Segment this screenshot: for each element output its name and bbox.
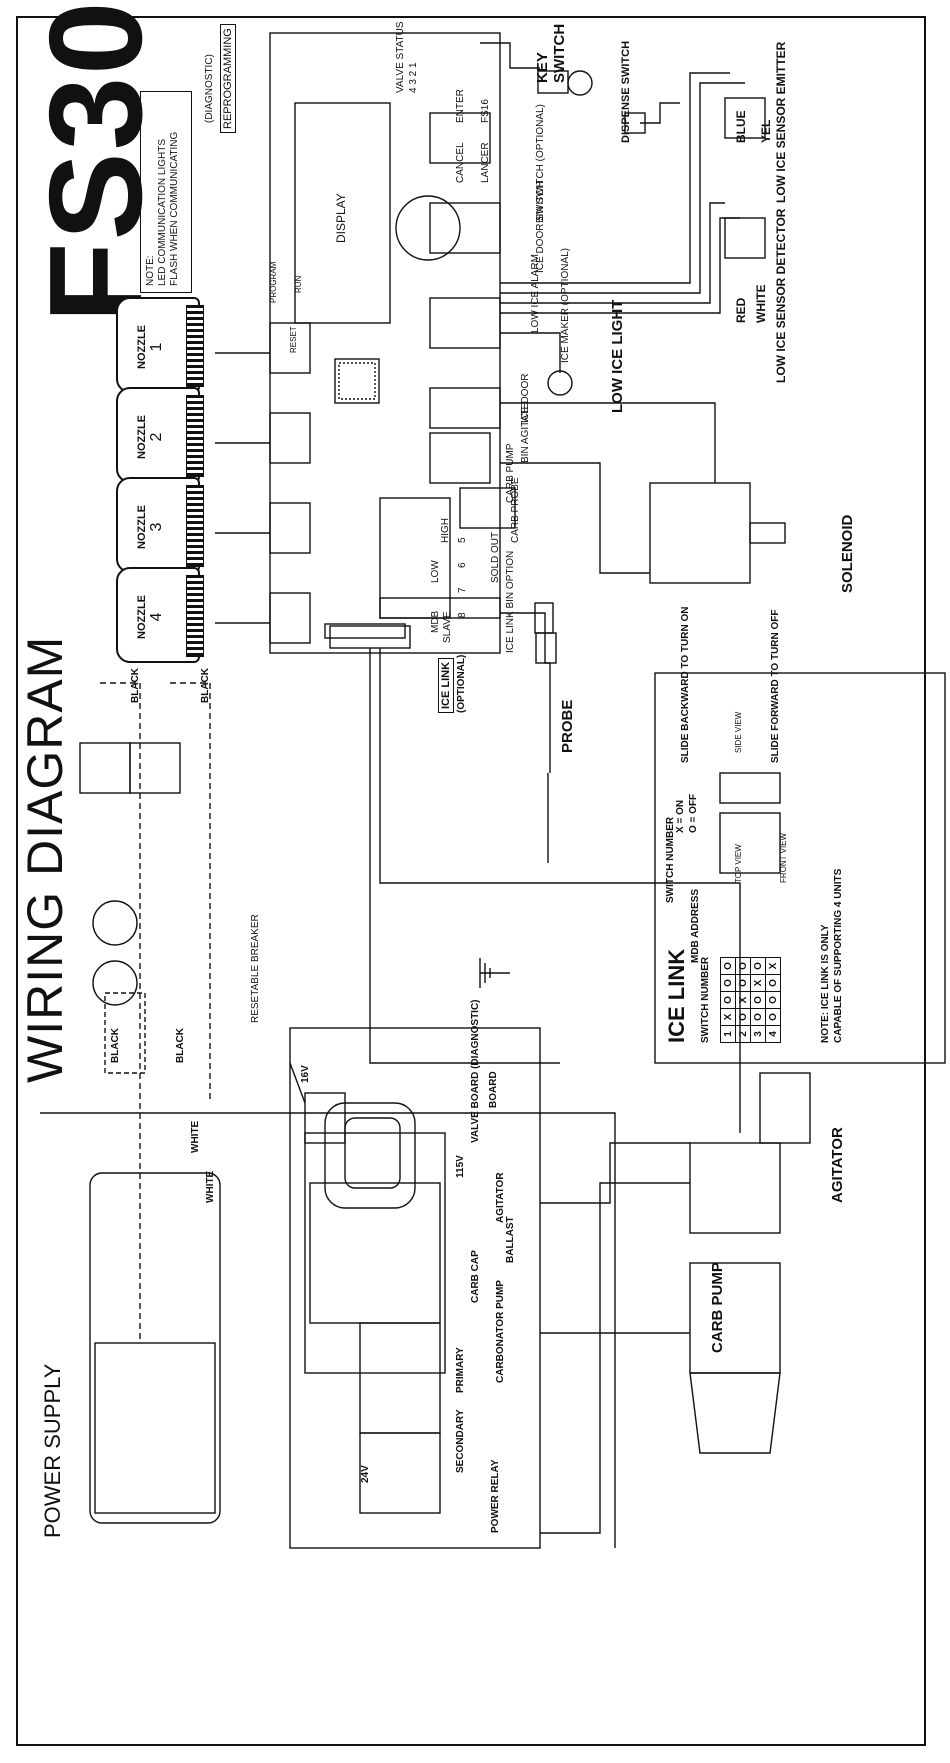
carb-cap-label: CARB CAP: [470, 1250, 481, 1303]
key-switch-label: KEY SWITCH: [534, 23, 568, 83]
primary-label: PRIMARY: [455, 1347, 466, 1393]
16v-label: 16V: [300, 1065, 311, 1083]
slide-backward-label: SLIDE BACKWARD TO TURN ON: [680, 606, 691, 763]
table-row: 2 O X O O: [735, 957, 751, 1043]
led-note-line3: FLASH WHEN COMMUNICATING: [169, 131, 180, 286]
sold-out-label: SOLD OUT: [490, 531, 501, 583]
power-relay-label: POWER RELAY: [490, 1459, 501, 1533]
low-ice-light-label: LOW ICE LIGHT: [609, 299, 626, 413]
dispense-switch-label: DISPENSE SWITCH: [620, 40, 632, 143]
nozzle-2-label: NOZZLE: [136, 415, 148, 459]
wire-label-black-1: BLACK: [130, 668, 141, 703]
page-frame: [16, 16, 926, 1746]
reset-label: RESET: [289, 326, 298, 353]
ice-link-table-link: LINK: [664, 948, 689, 1001]
wire-label-black-2: BLACK: [200, 668, 211, 703]
wire-label-black-3: BLACK: [110, 1028, 121, 1063]
low-label: LOW: [430, 560, 441, 583]
slave-label: SLAVE: [442, 611, 453, 644]
ballast-label: BALLAST: [505, 1216, 516, 1263]
x-on-label: X = ON: [675, 799, 686, 833]
bin-agitate-label: BIN AGITATE: [520, 402, 531, 463]
valve-status-label: VALVE STATUS: [395, 21, 406, 94]
table-row: 4 O O O X: [765, 957, 781, 1043]
wire-label-white-1: WHITE: [190, 1120, 201, 1153]
nozzle-4-number: 4: [148, 612, 165, 622]
side-view-label: SIDE VIEW: [734, 711, 743, 753]
power-board-outline: [289, 1027, 541, 1549]
top-view-label: TOP VIEW: [734, 844, 743, 883]
reprogramming-diag-label: (DIAGNOSTIC): [204, 54, 215, 123]
control-board-outline: [269, 32, 501, 654]
115v-label: 115V: [455, 1155, 466, 1178]
table-row: 1 X O O O: [720, 957, 736, 1043]
program-label: PROGRAM: [269, 261, 278, 303]
power-supply-title: POWER SUPPLY: [40, 1363, 65, 1538]
wire-blue-label: BLUE: [734, 110, 748, 143]
wire-label-white-2: WHITE: [205, 1170, 216, 1203]
probe-label: PROBE: [559, 699, 576, 753]
fs16-label: FS16: [480, 99, 491, 123]
reprogramming-label: REPROGRAMMING: [220, 24, 237, 133]
ice-link-note-line1: NOTE: ICE LINK IS ONLY: [820, 924, 831, 1043]
low-ice-sensor-emitter-label: LOW ICE SENSOR EMITTER: [774, 41, 788, 203]
nozzle-4-label: NOZZLE: [136, 595, 148, 639]
enter-label: ENTER: [455, 89, 466, 123]
valve-board-label: VALVE BOARD (DIAGNOSTIC): [470, 999, 481, 1143]
ice-link-label: ICE LINK: [438, 657, 455, 713]
table-row: 3 O O X O: [750, 957, 766, 1043]
mdb-label: MDB: [430, 610, 441, 633]
bin-number-6: 6: [457, 562, 468, 568]
ice-link-note-line2: CAPABLE OF SUPPORTING 4 UNITS: [833, 868, 844, 1043]
low-ice-sensor-detector-label: LOW ICE SENSOR DETECTOR: [774, 208, 788, 383]
wire-label-black-4: BLACK: [175, 1028, 186, 1063]
bin-number-7: 7: [457, 587, 468, 593]
slide-forward-label: SLIDE FORWARD TO TURN OFF: [770, 609, 781, 763]
high-label: HIGH: [440, 518, 451, 543]
wire-white-label: WHITE: [754, 284, 768, 323]
nozzle-1-label: NOZZLE: [136, 325, 148, 369]
switch-number-column-header: SWITCH NUMBER: [700, 956, 711, 1043]
ice-link-bin-option-label: ICE LINK BIN OPTION: [505, 550, 516, 653]
ice-link-table-title: ICE LINK: [664, 948, 689, 1043]
lancer-label: LANCER: [480, 142, 491, 183]
resetable-breaker-label: RESETABLE BREAKER: [250, 914, 261, 1023]
board-label: BOARD: [488, 1071, 499, 1108]
o-off-label: O = OFF: [688, 793, 699, 833]
run-label: RUN: [294, 275, 303, 293]
wire-red-label: RED: [734, 297, 748, 323]
wire-yel-label: YEL: [759, 119, 773, 143]
24v-label: 24V: [360, 1465, 371, 1483]
diagram-title: WIRING DIAGRAM: [17, 635, 73, 1083]
switch-number-header: SWITCH NUMBER: [665, 816, 676, 903]
cancel-label: CANCEL: [455, 142, 466, 183]
valve-numbers-label: 4 3 2 1: [408, 62, 419, 93]
nozzle-3-label: NOZZLE: [136, 505, 148, 549]
bin-number-8: 8: [457, 612, 468, 618]
ice-link-table-ice: ICE: [664, 1006, 689, 1043]
ice-maker-label: ICE MAKER (OPTIONAL): [560, 247, 571, 363]
display-label: DISPLAY: [334, 193, 348, 243]
low-ice-alarm-label: LOW ICE ALARM: [530, 254, 541, 333]
led-note-line2: LED COMMUNICATION LIGHTS: [157, 138, 168, 286]
led-note-box: NOTE: LED COMMUNICATION LIGHTS FLASH WHE…: [140, 91, 192, 293]
ice-link-optional-label: (OPTIONAL): [456, 654, 467, 713]
nozzle-4-cap: [186, 575, 204, 657]
display-outline: [294, 102, 391, 324]
bin-number-5: 5: [457, 537, 468, 543]
carb-probe-label: CARB PROBE: [510, 477, 521, 543]
front-view-label: FRONT VIEW: [779, 832, 788, 883]
ice-link-table: 1 X O O O 2 O X O O 3 O O X O 4: [720, 957, 781, 1043]
carbonator-pump-label: CARBONATOR PUMP: [495, 1280, 506, 1383]
solenoid-label: SOLENOID: [839, 514, 856, 593]
secondary-label: SECONDARY: [455, 1409, 466, 1473]
carb-pump-label: CARB PUMP: [709, 1262, 726, 1353]
agitator-label: AGITATOR: [829, 1127, 846, 1203]
mdb-address-header: MDB ADDRESS: [690, 888, 701, 963]
